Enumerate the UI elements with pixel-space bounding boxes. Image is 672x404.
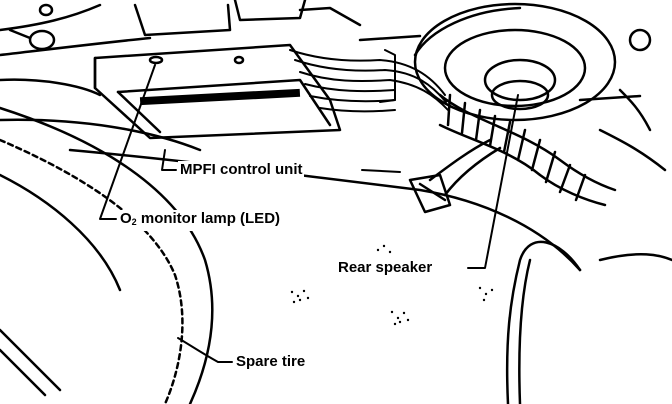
leader-mpfi [161,149,177,171]
trunk-panel-lines [0,0,667,172]
o2-suffix: monitor lamp (LED) [136,210,281,227]
trunk-floor-contour [0,118,672,404]
mpfi-control-unit-drawing [93,43,342,140]
leader-tire [177,337,233,363]
leader-speaker [467,94,519,269]
wiring-harness [289,49,449,113]
o2-subscript: 2 [131,217,137,227]
o2-prefix: O [120,210,132,227]
label-spare-tire: Spare tire [234,353,308,371]
label-rear-speaker: Rear speaker [336,259,435,277]
leader-lines [99,64,519,363]
leader-o2 [99,64,156,220]
leader-mpfi-right [361,169,401,173]
rear-speaker-drawing [413,2,617,122]
label-o2-monitor-lamp: O2 monitor lamp (LED) [118,210,283,231]
floor-speckles [290,244,494,326]
corrugated-tube [428,93,617,207]
label-mpfi-control-unit: MPFI control unit [178,161,305,179]
